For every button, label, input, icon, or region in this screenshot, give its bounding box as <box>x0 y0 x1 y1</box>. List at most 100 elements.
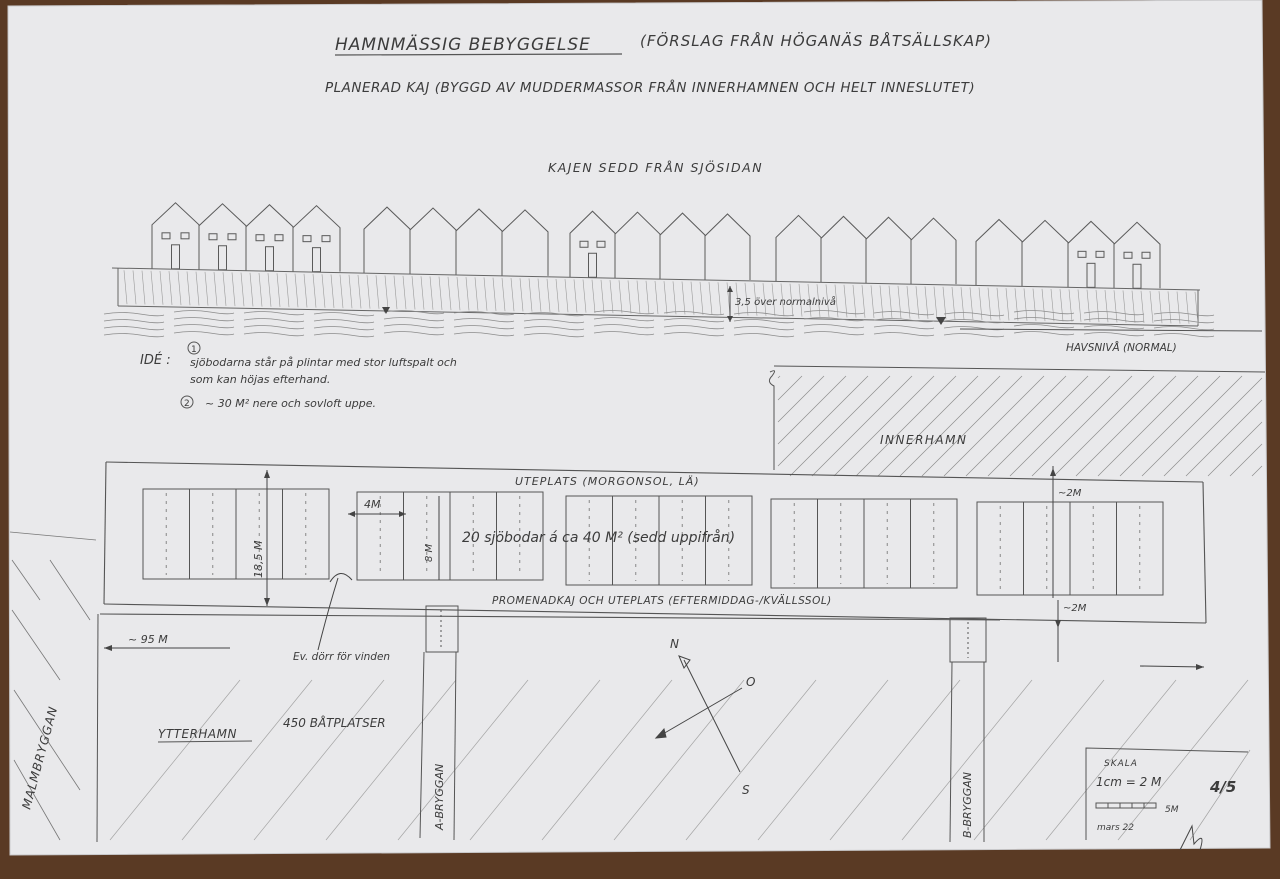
wall-hatch-stroke <box>1158 291 1163 324</box>
scale-ratio: 1cm = 2 M <box>1096 775 1162 789</box>
top-margin-arrow <box>1050 468 1056 476</box>
inner-hatch-stroke <box>855 375 957 477</box>
wall-hatch-stroke <box>366 275 371 309</box>
wall-hatch-stroke <box>150 270 155 305</box>
water-ripple <box>243 325 305 330</box>
wall-hatch-stroke <box>132 270 137 305</box>
height-arrow-bottom <box>727 316 733 322</box>
water-ripple <box>103 333 165 338</box>
wall-hatch-stroke <box>663 281 668 315</box>
inner-hatch-stroke <box>1163 377 1263 477</box>
signature <box>1179 824 1203 851</box>
bottom-area-label: PROMENADKAJ OCH UTEPLATS (EFTERMIDDAG-/K… <box>492 594 832 607</box>
water-ripple <box>943 333 1005 338</box>
inner-hatch-stroke <box>777 375 781 379</box>
water-ripple <box>803 310 865 315</box>
idea-number-circle <box>180 395 194 409</box>
outer-hatch-stroke <box>901 679 1033 841</box>
wall-hatch-stroke <box>357 274 362 309</box>
wall-hatch-stroke <box>627 280 632 314</box>
wall-hatch-stroke <box>870 285 875 318</box>
house-window <box>579 240 589 248</box>
compass <box>654 655 743 773</box>
inner-hatch-stroke <box>1031 375 1133 477</box>
water-ripple <box>803 324 865 329</box>
water-ripple <box>243 332 305 337</box>
wall-hatch-stroke <box>816 284 821 317</box>
water-ripple <box>873 325 935 330</box>
depth-dimension: 8 M <box>424 543 435 562</box>
scale-bar <box>1095 802 1157 809</box>
wall-hatch-stroke <box>1122 290 1127 323</box>
wall-hatch-stroke <box>420 276 425 310</box>
wall-hatch-stroke <box>213 272 218 306</box>
wall-hatch-stroke <box>789 283 794 317</box>
water-ripple <box>1153 319 1215 324</box>
sea-level-label: HAVSNIVÅ (NORMAL) <box>1066 341 1177 354</box>
wall-hatch-stroke <box>717 282 722 316</box>
paper-sheet <box>7 0 1271 856</box>
compass-east: O <box>746 675 755 689</box>
wall-hatch-stroke <box>285 273 290 308</box>
sea-level-marker <box>382 307 390 314</box>
idea-point1-line2: som kan höjas efterhand. <box>190 373 330 386</box>
inner-hatch-stroke <box>789 375 891 477</box>
wall-hatch-stroke <box>402 275 407 310</box>
inner-hatch-stroke <box>1119 375 1221 477</box>
wall-hatch-stroke <box>798 283 803 317</box>
house-window <box>180 232 190 240</box>
wall-hatch-stroke <box>1059 289 1064 322</box>
wall-hatch-stroke <box>897 285 902 319</box>
wall-hatch-stroke <box>519 278 524 312</box>
wall-hatch-stroke <box>267 273 272 307</box>
total-depth-arrow-bottom <box>264 598 270 606</box>
wall-hatch-stroke <box>510 278 515 312</box>
outer-harbor-underline <box>157 740 253 743</box>
wall-hatch-stroke <box>933 286 938 320</box>
width-dimension: 4M <box>364 498 381 511</box>
wall-hatch-stroke <box>1005 288 1010 321</box>
wall-hatch-stroke <box>312 274 317 308</box>
inner-hatch-stroke <box>1053 375 1155 477</box>
wall-hatch-stroke <box>249 272 254 307</box>
idea-point1-number: 1 <box>191 345 197 355</box>
water-ripple <box>313 333 375 338</box>
wall-hatch-stroke <box>348 274 353 309</box>
wall-hatch-stroke <box>1113 290 1118 323</box>
wall-hatch-stroke <box>1014 288 1019 321</box>
wall-hatch-stroke <box>852 284 857 318</box>
wall-hatch-stroke <box>555 278 560 313</box>
scale-title: SKALA <box>1104 759 1138 769</box>
inner-hatch-stroke <box>1097 375 1199 477</box>
water-ripple <box>243 311 305 316</box>
elevation-caption: KAJEN SEDD FRÅN SJÖSIDAN <box>548 159 763 175</box>
water-ripple <box>383 324 445 329</box>
water-ripple <box>383 317 445 322</box>
wall-hatch-stroke <box>1176 291 1181 324</box>
house-outline <box>1113 221 1161 289</box>
water-ripple <box>803 331 865 336</box>
wall-hatch-stroke <box>1194 291 1199 324</box>
inner-hatch-stroke <box>833 375 935 477</box>
total-depth-dimension: 18,5 M <box>252 540 265 578</box>
berths-label: 450 BÅTPLATSER <box>283 715 386 730</box>
outer-harbor-label: YTTERHAMN <box>158 727 237 741</box>
wall-hatch-stroke <box>492 277 497 311</box>
wall-hatch-stroke <box>735 282 740 316</box>
house-window <box>227 233 237 241</box>
outer-hatch-stroke <box>829 679 961 841</box>
wall-hatch-stroke <box>843 284 848 318</box>
wall-hatch-stroke <box>708 282 713 315</box>
wall-hatch-stroke <box>591 279 596 313</box>
water-ripple <box>1153 326 1215 331</box>
water-ripple <box>1083 325 1145 330</box>
inner-hatch-stroke <box>877 375 979 477</box>
wall-hatch-stroke <box>762 283 767 316</box>
wall-hatch-stroke <box>438 276 443 310</box>
water-ripple <box>243 318 305 323</box>
house-outline <box>910 217 957 285</box>
water-ripple <box>943 312 1005 317</box>
inner-hatch-stroke <box>777 375 869 467</box>
water-ripple <box>593 310 655 315</box>
wind-door-arc <box>329 573 353 583</box>
